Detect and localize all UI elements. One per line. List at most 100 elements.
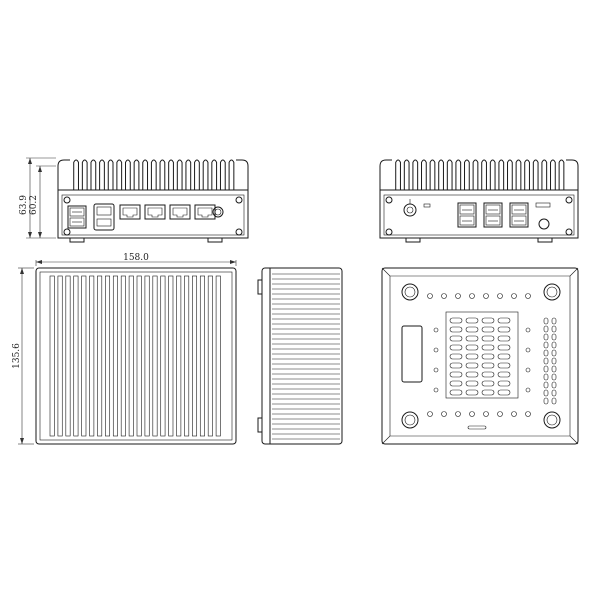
vent-slot xyxy=(551,365,557,373)
fin xyxy=(489,159,496,190)
bottom-body-outline xyxy=(381,267,579,445)
vent-hole xyxy=(427,293,433,299)
fin xyxy=(159,159,166,190)
fin xyxy=(125,159,131,190)
vent-slot xyxy=(481,353,495,360)
vent-slot xyxy=(543,341,549,349)
fin xyxy=(192,275,198,437)
fin xyxy=(481,159,487,190)
fin xyxy=(97,275,103,437)
fin xyxy=(532,159,539,190)
front-right-shoulder xyxy=(236,159,249,190)
fin xyxy=(105,275,111,437)
vent-hole xyxy=(455,293,461,299)
top-view: 158.0 135.6 xyxy=(12,253,237,445)
rj45-port xyxy=(119,204,141,220)
top-inner-edge xyxy=(39,271,233,441)
ethernet-ports xyxy=(119,204,216,220)
vent-slot xyxy=(497,353,511,360)
vent-slot xyxy=(465,389,479,396)
vent-slot xyxy=(481,326,495,333)
vent-frame xyxy=(445,311,519,399)
fin xyxy=(507,159,513,190)
vent-hole xyxy=(469,411,475,417)
fin xyxy=(194,159,200,190)
vent-slot xyxy=(449,344,463,351)
usb-stack xyxy=(483,202,503,228)
vent-slot xyxy=(497,326,511,333)
fin xyxy=(438,159,444,190)
vent-hole xyxy=(441,411,447,417)
foot xyxy=(257,417,263,433)
fin xyxy=(412,159,419,190)
fin xyxy=(207,275,213,437)
vent-slot xyxy=(481,317,495,324)
fin xyxy=(472,159,479,190)
vent-slot xyxy=(497,344,511,351)
bottom-view xyxy=(381,267,579,445)
height-total-label: 63.9 xyxy=(19,195,29,215)
vent-hole xyxy=(483,293,489,299)
foot xyxy=(257,279,263,295)
screw xyxy=(235,196,243,204)
vent-slot xyxy=(465,353,479,360)
vent-hole xyxy=(511,411,517,417)
rear-heatsink-fins xyxy=(395,159,565,190)
vent-hole xyxy=(497,293,503,299)
vent-slot xyxy=(551,373,557,381)
bottom-plate xyxy=(389,275,571,437)
fin xyxy=(128,275,134,437)
top-body-outline xyxy=(35,267,237,445)
fin xyxy=(49,275,55,437)
vent-hole xyxy=(525,387,531,393)
vent-slot xyxy=(449,371,463,378)
fin xyxy=(144,275,150,437)
side-heatsink-fins xyxy=(272,273,340,440)
vent-slot xyxy=(551,389,557,397)
vent-slot xyxy=(543,365,549,373)
fin xyxy=(464,159,470,190)
fin xyxy=(403,159,410,190)
height-dimension xyxy=(26,157,56,239)
front-heatsink-fins xyxy=(73,159,235,190)
power-button xyxy=(212,206,224,218)
fin xyxy=(199,275,205,437)
fin xyxy=(57,275,63,437)
fin xyxy=(498,159,505,190)
vent-slot xyxy=(543,381,549,389)
fin xyxy=(99,159,105,190)
fin xyxy=(116,159,123,190)
fin xyxy=(515,159,522,190)
vent-slot xyxy=(449,362,463,369)
vent-slot xyxy=(551,357,557,365)
vent-slot xyxy=(543,317,549,325)
front-left-shoulder xyxy=(57,159,70,190)
vent-slot xyxy=(497,317,511,324)
fin xyxy=(168,275,174,437)
fin xyxy=(152,275,158,437)
fin xyxy=(446,159,453,190)
vent-slot xyxy=(481,362,495,369)
vent-hole xyxy=(433,347,439,353)
vent-slot xyxy=(449,389,463,396)
vent-slot xyxy=(481,380,495,387)
front-view: 63.9 60.2 xyxy=(19,157,249,243)
vent-slot xyxy=(449,353,463,360)
fin xyxy=(65,275,71,437)
vent-hole xyxy=(455,411,461,417)
fin xyxy=(421,159,427,190)
screw xyxy=(565,228,573,236)
screw xyxy=(235,228,243,236)
vent-hole xyxy=(433,387,439,393)
vent-slot xyxy=(551,397,557,405)
foot xyxy=(537,237,553,243)
vent-slot xyxy=(481,371,495,378)
vent-slot xyxy=(449,335,463,342)
side-vent-slots xyxy=(467,317,557,430)
vent-slot xyxy=(497,335,511,342)
vent-hole xyxy=(525,411,531,417)
led-indicator xyxy=(423,203,431,208)
fin xyxy=(558,159,565,190)
vent-slot xyxy=(543,325,549,333)
